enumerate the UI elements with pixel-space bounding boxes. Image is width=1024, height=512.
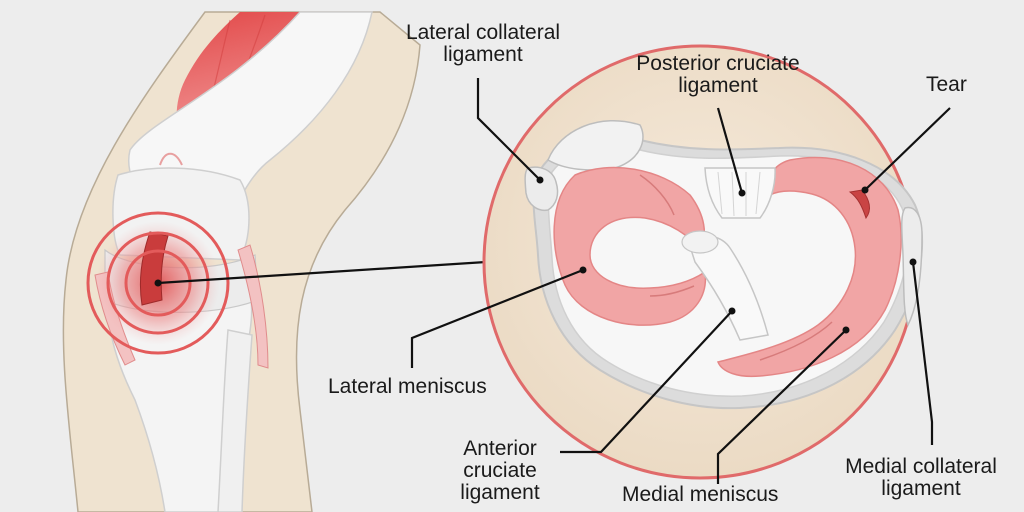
injury-rings: [86, 211, 230, 355]
magnify-connector-line: [157, 260, 487, 285]
label-line: Anterior: [463, 437, 537, 460]
label-line: Lateral collateral: [405, 21, 561, 44]
leader-lines: [410, 78, 951, 484]
leader-posterior-cruciate: [716, 107, 744, 194]
label-tear: Tear: [926, 74, 967, 96]
collateral-ligament-side: [237, 244, 269, 369]
lateral-collateral-ligament: [524, 166, 559, 212]
fibula-bone: [217, 329, 253, 512]
leader-dot: [536, 176, 544, 184]
label-line: Medial meniscus: [622, 483, 779, 506]
leader-end-dots: [536, 176, 917, 334]
meniscus-tear: [848, 189, 870, 220]
label-line: Lateral meniscus: [328, 375, 487, 398]
leader-dot: [738, 189, 746, 197]
label-line: ligament: [678, 74, 758, 97]
injury-ring-outer: [86, 211, 230, 355]
meniscus-fiber: [649, 285, 695, 297]
leader-lateral-collateral: [476, 78, 541, 181]
ligament-fibers: [717, 171, 761, 217]
anterior-cruciate-ligament: [687, 235, 769, 341]
leader-dot: [861, 186, 869, 194]
injury-ring-middle: [106, 231, 210, 335]
acl-stump: [681, 230, 719, 254]
label-medial-meniscus: Medial meniscus: [622, 484, 778, 506]
label-line: Medial collateral: [845, 455, 997, 478]
label-line: ligament: [443, 43, 523, 66]
label-posterior-cruciate-ligament: Posterior cruciate ligament: [615, 53, 821, 97]
tendon-line: [159, 152, 183, 166]
lateral-meniscus: [553, 166, 707, 326]
tibial-eminence: [547, 120, 644, 171]
leader-tear: [864, 107, 951, 191]
label-line: ligament: [881, 477, 961, 500]
leader-medial-collateral: [911, 261, 934, 445]
medial-meniscus: [716, 156, 902, 378]
leader-dot: [579, 266, 587, 274]
leader-dot: [909, 258, 917, 266]
label-lateral-meniscus: Lateral meniscus: [328, 376, 487, 398]
label-anterior-cruciate-ligament: Anterior cruciate ligament: [440, 438, 560, 504]
leader-dot: [842, 326, 850, 334]
label-line: Posterior cruciate: [636, 52, 800, 75]
label-line: ligament: [460, 481, 540, 504]
label-lateral-collateral-ligament: Lateral collateral ligament: [388, 22, 578, 66]
leader-lateral-meniscus: [410, 268, 584, 368]
leader-medial-meniscus: [716, 329, 847, 484]
meniscus-fiber: [759, 321, 833, 361]
leader-dot: [728, 307, 736, 315]
leader-anterior-cruciate: [560, 310, 733, 454]
label-line: Tear: [926, 73, 967, 96]
label-medial-collateral-ligament: Medial collateral ligament: [826, 456, 1016, 500]
label-line: cruciate: [463, 459, 537, 482]
injury-ring-inner: [124, 249, 192, 317]
injury-dot: [154, 279, 162, 287]
meniscus-fiber: [639, 174, 675, 216]
